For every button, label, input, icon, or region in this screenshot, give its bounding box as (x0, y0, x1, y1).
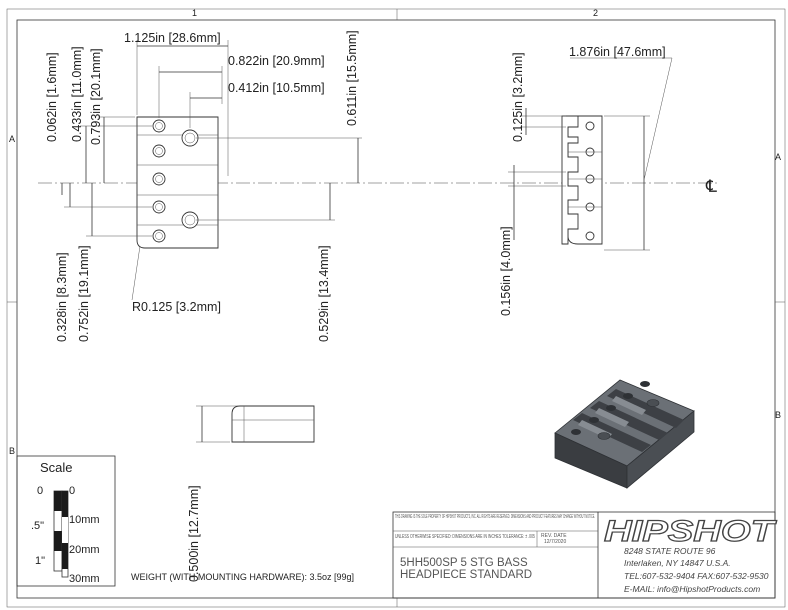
string-hole (152, 200, 166, 214)
side-view-part (561, 115, 603, 245)
side-view-dimension-lines (508, 57, 673, 251)
dimension-top-edge: 0.793in [20.1mm] (89, 48, 103, 145)
zone-label-top-2: 2 (593, 8, 598, 18)
part-number-line2: HEADPIECE STANDARD (400, 569, 532, 581)
scale-mm-label-20: 20mm (69, 544, 100, 556)
scale-title: Scale (40, 460, 73, 475)
zone-label-top-1: 1 (192, 8, 197, 18)
zone-label-right-b: B (775, 410, 781, 420)
bottom-view-part (196, 405, 315, 443)
part-number-line1: 5HH500SP 5 STG BASS (400, 557, 528, 569)
front-view-part (136, 116, 219, 249)
scale-legend (16, 455, 116, 587)
title-block (392, 511, 776, 599)
string-hole (152, 229, 166, 243)
radius-leader (131, 245, 141, 301)
zone-label-right-a: A (775, 152, 781, 162)
dimension-lower-mount-height: 0.529in [13.4mm] (317, 245, 331, 342)
hipshot-logo: HIPSHOT (604, 515, 777, 548)
rev-date-label: REV. DATE (541, 533, 567, 539)
scale-inch-label-1: 1" (35, 555, 45, 567)
tolerance-note: UNLESS OTHERWISE SPECIFIED: DIMENSIONS A… (395, 534, 535, 540)
dimension-hole-to-edge: 0.822in [20.9mm] (228, 54, 325, 68)
dimension-overall-length: 1.876in [47.6mm] (569, 45, 666, 59)
dimension-corner-radius: R0.125 [3.2mm] (132, 300, 221, 314)
string-hole (152, 119, 166, 133)
phone-fax: TEL:607-532-9404 FAX:607-532-9530 (624, 571, 769, 581)
dimension-slot-width: 0.156in [4.0mm] (499, 226, 513, 316)
dimension-upper-mount-height: 0.611in [15.5mm] (345, 30, 359, 126)
front-left-dimension-lines (61, 116, 152, 237)
rev-date-value: 12/7/2020 (544, 539, 566, 545)
zone-label-left-b: B (9, 446, 15, 456)
email-address: E-MAIL: info@HipshotProducts.com (624, 584, 760, 594)
scale-mm-label-0: 0 (69, 485, 75, 497)
dimension-bottom-hole: 0.752in [19.1mm] (77, 245, 91, 342)
string-hole (152, 172, 166, 186)
dimension-thickness: 0.500in [12.7mm] (187, 485, 201, 582)
dimension-mounting-offset: 0.412in [10.5mm] (228, 81, 325, 95)
scale-mm-label-30: 30mm (69, 573, 100, 585)
address-line1: 8248 STATE ROUTE 96 (624, 546, 716, 556)
dimension-hole-spacing-lower: 0.328in [8.3mm] (55, 252, 69, 342)
front-top-dimension-lines (136, 40, 229, 176)
front-right-dimension-lines (196, 137, 362, 221)
dimension-hole-spacing-upper: 0.433in [11.0mm] (70, 46, 84, 142)
isometric-view (554, 379, 695, 489)
weight-note: WEIGHT (WITH MOUNTING HARDWARE): 3.5oz [… (131, 572, 354, 582)
mounting-hole (181, 211, 199, 229)
address-line2: Interlaken, NY 14847 U.S.A. (624, 558, 731, 568)
dimension-slot-depth: 0.125in [3.2mm] (511, 52, 525, 142)
mounting-hole (181, 129, 199, 147)
scale-inch-label-half: .5" (31, 520, 44, 532)
zone-label-left-a: A (9, 134, 15, 144)
ownership-notice: THIS DRAWING IS THE SOLE PROPERTY OF HIP… (395, 514, 595, 520)
scale-mm-label-10: 10mm (69, 514, 100, 526)
string-hole (152, 144, 166, 158)
scale-inch-label-0: 0 (37, 485, 43, 497)
centerline-symbol: ℄ (705, 177, 717, 196)
dimension-center-offset: 0.062in [1.6mm] (45, 52, 59, 142)
dimension-overall-width: 1.125in [28.6mm] (124, 31, 221, 45)
